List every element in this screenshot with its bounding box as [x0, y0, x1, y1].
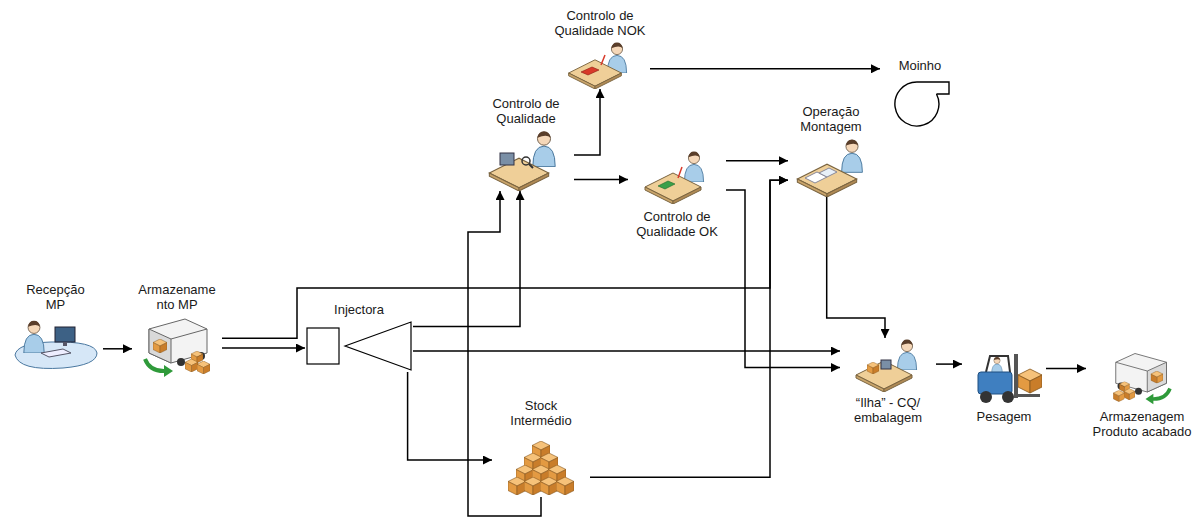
process-station: Controlo de Qualidade OK: [628, 150, 726, 239]
forklift-icon: [964, 350, 1044, 406]
drawing-part: [529, 164, 533, 168]
reject-desk-icon: [565, 41, 635, 89]
flow-arrow: [1046, 368, 1086, 370]
flow-arrow: [222, 180, 788, 338]
flow-arrow: [408, 372, 492, 460]
station-label: “Ilha” - CQ/ embalagem: [842, 395, 934, 425]
drawing-part: [658, 181, 675, 189]
drawing-part: [867, 362, 879, 374]
drawing-part: [556, 477, 574, 495]
station-label: Controlo de Qualidade: [484, 96, 568, 126]
drawing-part: [41, 349, 71, 357]
station-label: Moinho: [899, 58, 942, 73]
drawing-part: [1113, 354, 1170, 405]
drawing-part: [895, 82, 939, 126]
flow-arrow: [650, 68, 880, 70]
drawing-part: [63, 342, 67, 346]
drawing-part: [897, 340, 916, 370]
station-label: Injectora: [334, 302, 384, 317]
drawing-part: [601, 55, 605, 65]
drawing-part: [581, 67, 599, 75]
drawing-part: [23, 321, 43, 353]
drawing-part: [524, 477, 542, 495]
drawing-part: [1018, 394, 1040, 397]
approved-desk-icon: [642, 150, 712, 206]
stock-boxes-icon: [504, 431, 578, 497]
drawing-part: [645, 173, 701, 204]
drawing-part: [55, 327, 75, 342]
process-station: Pesagem: [962, 350, 1046, 424]
flow-arrow: [103, 348, 132, 350]
drawing-part: [842, 139, 863, 172]
grinder-symbol: [887, 76, 953, 128]
flow-arrow: [574, 89, 600, 155]
drawing-part: [508, 477, 526, 495]
flow-arrow: [726, 160, 788, 162]
flow-arrow: [413, 350, 840, 352]
station-label: Armazename nto MP: [135, 282, 219, 312]
drawing-part: [684, 152, 703, 182]
process-station: Moinho: [880, 58, 960, 128]
process-station: Armazenagem Produto acabado: [1086, 350, 1198, 439]
drawing-part: [856, 361, 912, 392]
drawing-part: [345, 322, 411, 370]
finished-goods-truck-icon: [1105, 350, 1179, 406]
drawing-part: [1113, 354, 1170, 405]
drawing-part: [978, 372, 1012, 394]
drawing-part: [819, 168, 837, 177]
drawing-part: [980, 391, 992, 403]
flow-arrow: [413, 191, 520, 327]
drawing-part: [522, 157, 530, 165]
drawing-part: [307, 328, 339, 364]
drawing-part: [1018, 369, 1042, 393]
process-station: Injectora: [305, 302, 413, 372]
reception-icon: [11, 315, 101, 371]
flow-arrow: [574, 179, 628, 181]
process-station: “Ilha” - CQ/ embalagem: [840, 338, 936, 425]
process-station: Armazename nto MP: [132, 282, 222, 379]
drawing-part: [992, 357, 1003, 374]
flow-arrow: [936, 363, 962, 365]
drawing-part: [678, 167, 682, 178]
station-label: Recepção MP: [21, 282, 91, 312]
process-station: Stock Intermédio: [492, 398, 590, 497]
flow-arrow: [590, 180, 788, 477]
drawing-part: [797, 164, 856, 197]
process-station: Controlo de Qualidade NOK: [550, 8, 650, 89]
injection-machine-symbol: [305, 320, 413, 372]
station-label: Operação Montagem: [791, 104, 871, 134]
drawing-part: [917, 82, 949, 94]
drawing-part: [881, 360, 891, 369]
station-label: Armazenagem Produto acabado: [1088, 409, 1196, 439]
drawing-part: [533, 131, 555, 166]
drawing-part: [145, 319, 210, 377]
drawing-part: [500, 153, 514, 165]
flow-arrow: [726, 190, 840, 368]
warehouse-truck-icon: [141, 315, 213, 379]
drawing-part: [986, 356, 1010, 372]
process-station: Recepção MP: [8, 282, 103, 371]
flow-arrow: [468, 191, 541, 516]
flow-arrow: [222, 347, 305, 349]
drawing-part: [489, 158, 548, 191]
station-label: Pesagem: [977, 409, 1032, 424]
station-label: Stock Intermédio: [504, 398, 579, 428]
station-label: Controlo de Qualidade OK: [632, 209, 722, 239]
process-station: Controlo de Qualidade: [478, 96, 574, 191]
station-label: Controlo de Qualidade NOK: [552, 8, 648, 38]
drawing-part: [540, 477, 558, 495]
drawing-part: [1002, 391, 1014, 403]
inspection-desk-icon: [486, 129, 566, 191]
packing-desk-icon: [853, 338, 923, 392]
process-station: Operação Montagem: [788, 104, 874, 197]
drawing-part: [569, 60, 622, 89]
drawing-part: [1014, 354, 1018, 398]
flow-arrow: [827, 197, 885, 338]
assembly-desk-icon: [793, 137, 869, 197]
